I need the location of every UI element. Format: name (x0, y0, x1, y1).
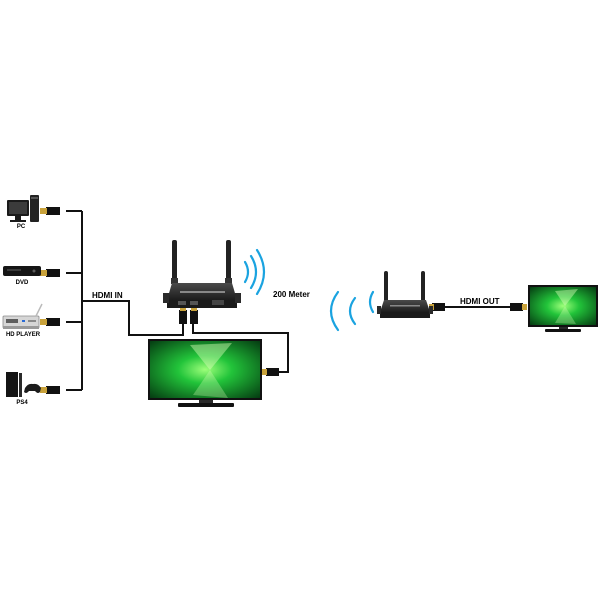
hdmi-plug-local-tv (261, 368, 279, 376)
hdmi-plug-remote-tv (510, 303, 527, 311)
hdmi-out-label: HDMI OUT (460, 297, 500, 306)
receiver-device (377, 271, 433, 318)
ps4-label: PS4 (16, 400, 28, 406)
pc-label: PC (16, 224, 26, 230)
signal-waves-tx (243, 248, 266, 296)
dvd-player-icon (3, 266, 41, 276)
local-tv (148, 339, 262, 407)
hd-player-icon (2, 303, 43, 329)
hdmi-plug-pc (40, 207, 60, 215)
cables (66, 210, 515, 391)
ps4-console-icon (6, 372, 41, 397)
cable-loop-out (192, 316, 289, 373)
signal-waves-rx (329, 290, 375, 332)
hd-player-label: HD PLAYER (5, 332, 41, 338)
hdmi-in-label: HDMI IN (92, 291, 123, 300)
pc-icon (7, 195, 39, 222)
hdmi-plug-ps4 (40, 386, 60, 394)
cable-hdmi-in (82, 300, 184, 336)
distance-label: 200 Meter (273, 290, 310, 299)
transmitter-device (163, 240, 241, 308)
dvd-label: DVD (15, 280, 29, 286)
hdmi-plug-dvd (40, 269, 60, 277)
remote-tv (528, 285, 598, 332)
hdmi-plug-hd-player (40, 318, 60, 326)
